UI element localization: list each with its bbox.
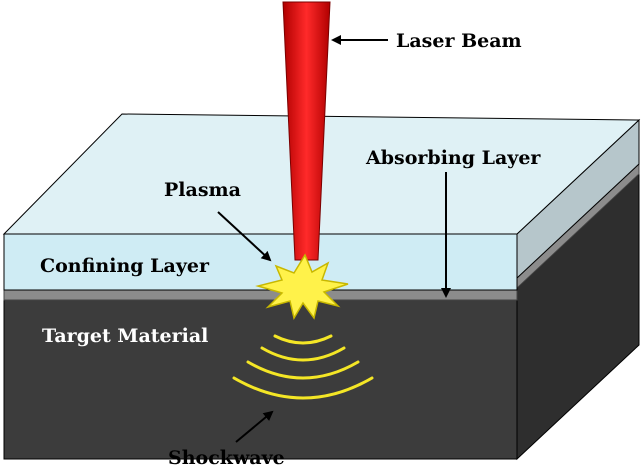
plasma-burst (255, 253, 349, 320)
shockwave-label: Shockwave (168, 447, 285, 469)
shockwave-arrow (235, 410, 274, 443)
target-material-label: Target Material (42, 325, 208, 347)
shockwave-arc-2 (260, 346, 346, 362)
shockwave-arcs (232, 334, 374, 400)
laser-beam-label: Laser Beam (396, 30, 522, 52)
shockwave-arc-3 (246, 360, 360, 380)
plasma-arrow (217, 211, 272, 262)
absorbing-layer-front (3, 289, 518, 301)
plasma-label: Plasma (164, 179, 241, 201)
absorbing-layer-label: Absorbing Layer (365, 147, 541, 169)
laser-beam (282, 1, 331, 261)
shockwave-arc-4 (232, 376, 374, 400)
target-material-front (3, 299, 518, 460)
confining-layer-label: Confining Layer (40, 255, 210, 277)
shockwave-arc-1 (273, 334, 333, 345)
confining-layer-front (3, 233, 518, 291)
